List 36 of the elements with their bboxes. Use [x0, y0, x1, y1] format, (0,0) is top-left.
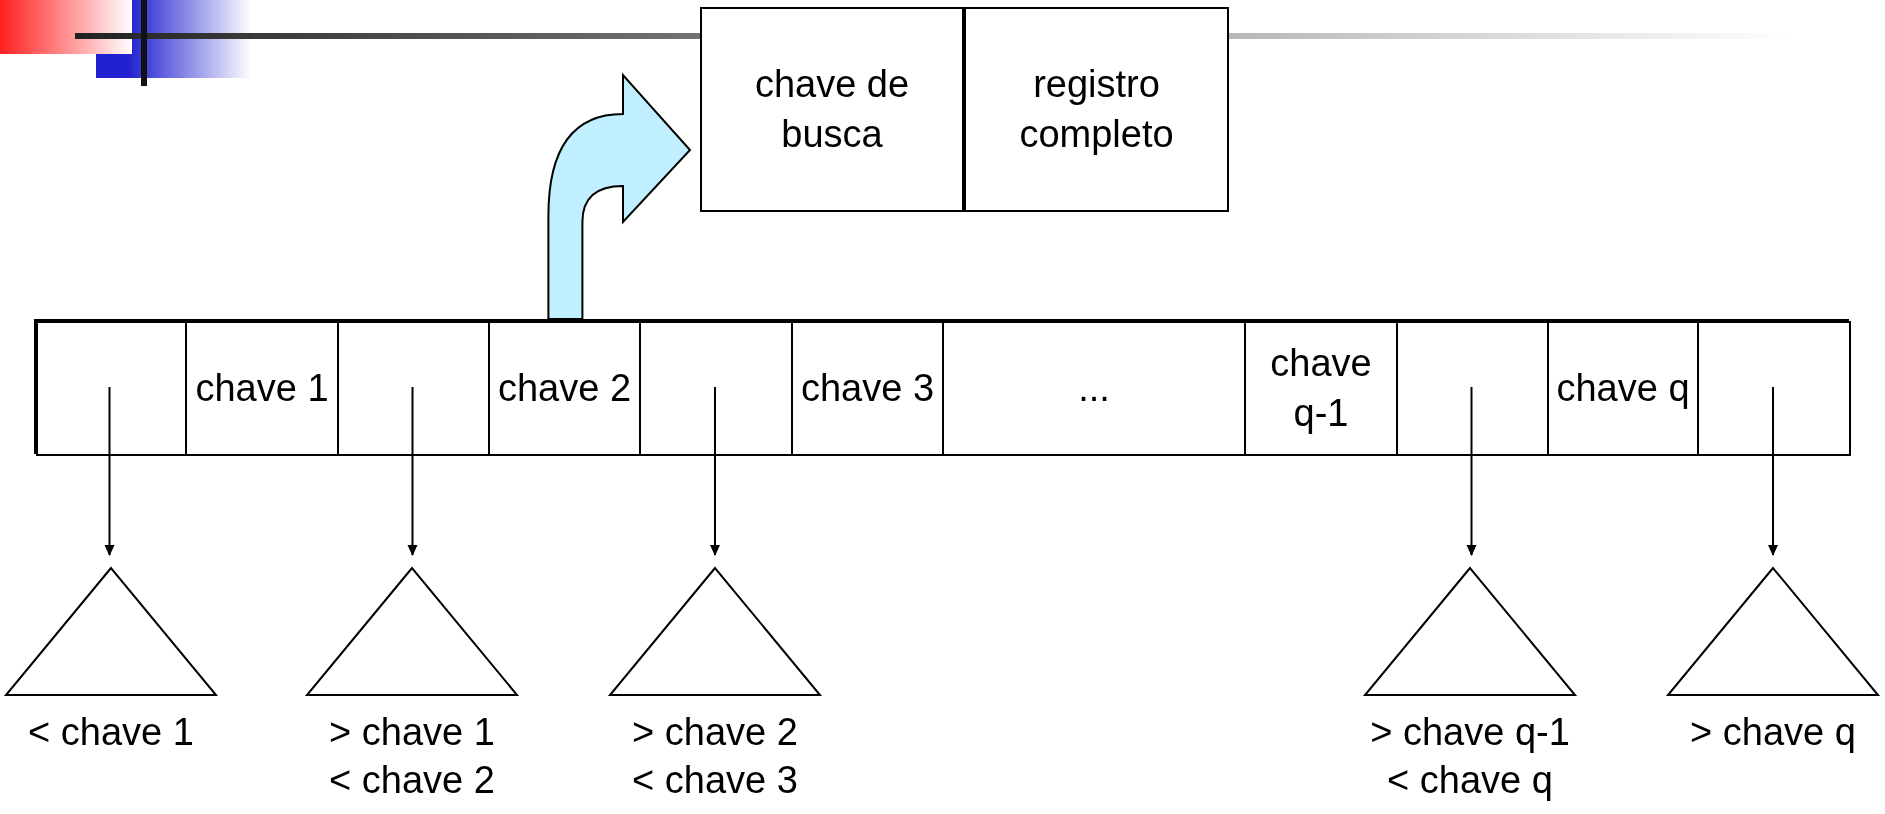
- range-label: > chave q-1: [1370, 710, 1570, 755]
- arrow: [104, 386, 115, 556]
- range-label: > chave q: [1690, 710, 1856, 755]
- key-cell: [1547, 321, 1699, 456]
- node-row: [34, 319, 1849, 454]
- range-label: < chave q: [1387, 758, 1553, 804]
- pointer-cell: [1396, 321, 1549, 456]
- cell-text: registro completo: [1018, 62, 1175, 157]
- cell-text: ...: [1077, 365, 1111, 411]
- cell-text: chave q-1: [1269, 341, 1373, 436]
- key-cell: [791, 321, 944, 456]
- key-cell: [1244, 321, 1398, 456]
- arrow: [407, 386, 418, 556]
- key-cell: [488, 321, 641, 456]
- cell-text: chave 1: [194, 365, 330, 411]
- cell-text: chave de busca: [753, 62, 911, 157]
- range-label: < chave 2: [329, 758, 495, 804]
- range-label: > chave 2: [632, 710, 798, 755]
- key-cell: [942, 321, 1246, 456]
- pointer-cell: [36, 321, 187, 456]
- arrow: [710, 386, 720, 556]
- pointer-cell: [1697, 321, 1851, 456]
- key-cell: [185, 321, 339, 456]
- range-label: < chave 3: [632, 758, 798, 804]
- arrow: [1466, 386, 1477, 556]
- arrow: [1768, 386, 1778, 556]
- pointer-cell: [639, 321, 793, 456]
- pointer-cell: [337, 321, 490, 456]
- key-cell: [700, 7, 964, 212]
- cell-text: chave q: [1555, 365, 1691, 411]
- range-label: < chave 1: [28, 710, 194, 755]
- curved-block-arrow: [547, 74, 691, 320]
- cell-text: chave 2: [496, 365, 633, 411]
- cell-text: chave 3: [799, 365, 936, 411]
- range-label: > chave 1: [329, 710, 495, 755]
- key-cell: [964, 7, 1229, 212]
